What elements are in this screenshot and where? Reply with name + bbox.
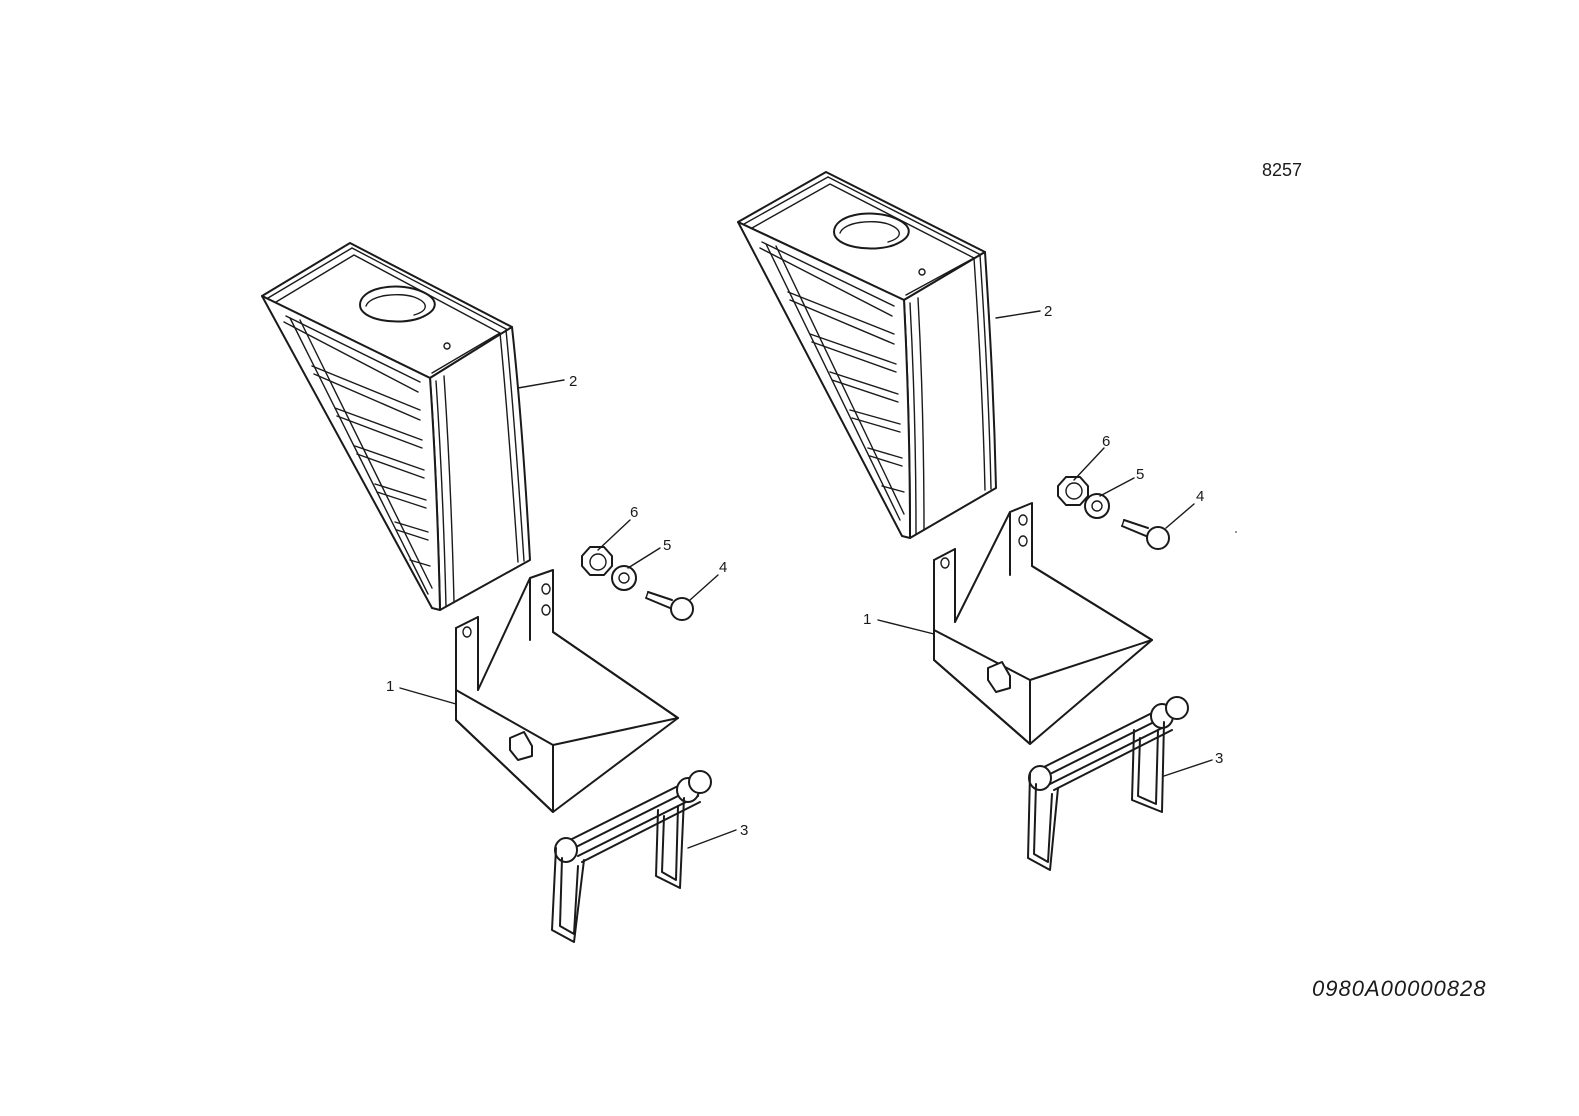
washer-right	[1084, 493, 1110, 519]
stray-mark	[1235, 531, 1237, 533]
callout-right-6: 6	[1102, 433, 1110, 450]
document-number: 0980A00000828	[1312, 976, 1487, 1001]
bracket-right	[933, 502, 1153, 745]
callout-left-6: 6	[630, 504, 638, 521]
callout-right-2: 2	[1044, 303, 1052, 320]
callout-left-3: 3	[740, 822, 748, 839]
bolt-right	[1121, 519, 1170, 550]
callout-left-5: 5	[663, 537, 671, 554]
assembly-left: 2 6 5 4 1 3	[261, 242, 748, 943]
callouts-right: 2 6 5 4 1 3	[863, 303, 1223, 777]
callout-left-2: 2	[569, 373, 577, 390]
nut-left	[581, 546, 613, 576]
callout-right-4: 4	[1196, 488, 1204, 505]
bolt-left	[645, 591, 694, 621]
callout-right-5: 5	[1136, 466, 1144, 483]
fender-right	[737, 171, 997, 539]
step-right	[1027, 696, 1189, 871]
callout-left-4: 4	[719, 559, 727, 576]
fender-left	[261, 242, 531, 611]
nut-right	[1057, 476, 1089, 506]
callouts-left: 2 6 5 4 1 3	[386, 373, 748, 849]
sheet-number: 8257	[1262, 160, 1302, 180]
washer-left	[611, 565, 637, 591]
bracket-left	[455, 569, 679, 813]
callout-right-1: 1	[863, 611, 871, 628]
callout-right-3: 3	[1215, 750, 1223, 767]
step-left	[551, 770, 712, 943]
assembly-right: 2 6 5 4 1 3	[737, 171, 1223, 871]
callout-left-1: 1	[386, 678, 394, 695]
